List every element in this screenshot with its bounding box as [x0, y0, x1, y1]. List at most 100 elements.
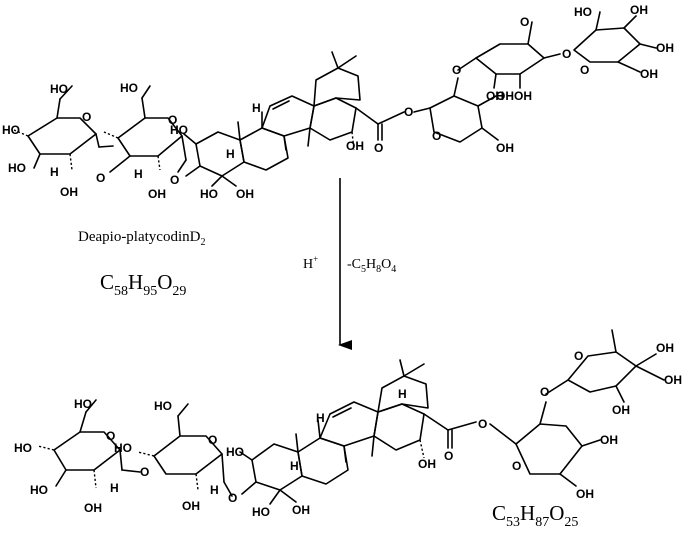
bot-g1-ho-2: HO	[14, 441, 32, 455]
bot-g2-oh: OH	[182, 499, 200, 513]
bot-g1-ho-3: HO	[30, 483, 48, 497]
top-formula-el-2: H	[128, 270, 143, 294]
bottom-aglycone	[239, 359, 477, 505]
top-rha-link-o: O	[452, 63, 461, 77]
bot-g2-h: H	[210, 483, 219, 497]
top-g2-h: H	[134, 167, 143, 181]
bottom-glucose-2	[137, 403, 233, 497]
top-glucose-2	[103, 85, 187, 173]
loss-sub-1: 5	[361, 264, 366, 275]
bot-g2-ho-2: HO	[114, 441, 132, 455]
top-molecule: HO O HO HO H OH O HO O H OH O	[2, 3, 674, 201]
top-rhamnose	[457, 21, 561, 89]
top-ag-oh-16: OH	[346, 139, 364, 153]
bot-g1-h: H	[110, 481, 119, 495]
reaction-loss: -C5H8O4	[347, 257, 396, 275]
bottom-formula-sub-3: 87	[535, 515, 549, 530]
top-xyl-ring-o: O	[580, 63, 589, 77]
bottom-rhamnose	[545, 329, 665, 403]
top-formula: C58H95O29	[100, 270, 186, 299]
top-rha-ring-o: O	[520, 15, 529, 29]
loss-el-4: O	[381, 257, 391, 272]
top-ag-ho-2: HO	[170, 123, 188, 137]
bot-ara-ring-o: O	[512, 459, 521, 473]
bot-ara-oh-4: OH	[576, 487, 594, 501]
top-g1-ho-label: HO	[50, 82, 68, 96]
top-ara-oh-4: OH	[496, 141, 514, 155]
top-glyco-o-2: O	[170, 173, 179, 187]
top-formula-el-4: O	[157, 270, 172, 294]
top-g1-oh: OH	[60, 185, 78, 199]
top-g1-ho-3: HO	[8, 161, 26, 175]
bot-ag-ho-23: HO	[252, 505, 270, 519]
bottom-formula-sub-1: 53	[506, 515, 520, 530]
top-glyco-o-1: O	[96, 171, 105, 185]
top-arabinose	[413, 77, 499, 143]
bot-g2-ring-o: O	[208, 433, 217, 447]
bot-rha-oh-3: OH	[664, 373, 682, 387]
top-xyl-oh-3: OH	[640, 67, 658, 81]
bot-glyco-o-2: O	[228, 491, 237, 505]
bot-ester-o: O	[478, 417, 487, 431]
bot-ag-h-18: H	[398, 387, 407, 401]
top-ara-oh-3: OH	[496, 89, 514, 103]
top-g2-ring-o: O	[168, 113, 177, 127]
top-aglycone	[183, 51, 405, 187]
top-formula-el-0: C	[100, 270, 114, 294]
top-g1-ring-o: O	[82, 110, 91, 124]
bot-rha-oh-2: OH	[612, 403, 630, 417]
bottom-glucose-1	[37, 399, 141, 489]
reagent-acid: H+	[303, 254, 318, 272]
top-g1-ho-2: HO	[2, 123, 20, 137]
top-xylose	[573, 11, 657, 73]
top-rha-oh-3: OH	[514, 89, 532, 103]
top-ag-ho-23: HO	[200, 187, 218, 201]
bottom-formula-el-0: C	[492, 501, 506, 525]
bot-g1-ho: HO	[74, 397, 92, 411]
bot-g2-ho: HO	[154, 399, 172, 413]
bot-ester-o-carbonyl: O	[444, 449, 453, 463]
loss-sub-5: 4	[391, 264, 396, 275]
bot-rha-link-o: O	[540, 385, 549, 399]
bot-g1-oh: OH	[84, 501, 102, 515]
bot-g1-ring-o: O	[106, 429, 115, 443]
bot-rha-oh-4: OH	[656, 341, 674, 355]
bottom-arabinose	[489, 401, 601, 487]
top-rha-link-o-2: O	[562, 47, 571, 61]
bot-ag-ho-2: HO	[226, 445, 244, 459]
top-formula-sub-3: 95	[143, 284, 157, 299]
loss-el-2: H	[366, 257, 376, 272]
top-g2-oh: OH	[148, 187, 166, 201]
top-ara-ring-o: O	[432, 129, 441, 143]
bot-rha-ring-o: O	[574, 349, 583, 363]
bottom-formula-el-4: O	[549, 501, 564, 525]
top-xyl-ho: HO	[574, 5, 592, 19]
top-rha-oh-2: OH	[486, 89, 504, 103]
top-ester-o-carbonyl: O	[374, 141, 383, 155]
loss-el-0: -C	[347, 257, 361, 272]
bot-ara-oh-3: OH	[600, 433, 618, 447]
bottom-formula-el-2: H	[520, 501, 535, 525]
top-xyl-oh-2: OH	[656, 41, 674, 55]
top-ester-o: O	[404, 105, 413, 119]
bot-ag-h-5: H	[290, 459, 299, 473]
top-ag-h-1: H	[252, 101, 261, 115]
bot-ag-h-9: H	[316, 411, 325, 425]
loss-sub-3: 8	[376, 264, 381, 275]
bot-glyco-o-1: O	[140, 465, 149, 479]
top-formula-sub-1: 58	[114, 284, 128, 299]
top-ag-oh-24: OH	[236, 187, 254, 201]
top-g2-ho-label: HO	[120, 81, 138, 95]
top-ag-h-5: H	[226, 147, 235, 161]
top-formula-sub-5: 29	[172, 284, 186, 299]
bot-ag-oh-16: OH	[418, 457, 436, 471]
bot-ag-oh-24: OH	[292, 503, 310, 517]
top-xyl-oh-1: OH	[630, 3, 648, 17]
bottom-molecule: HO O HO HO H OH O HO O HO OH H O	[14, 329, 682, 519]
top-glucose-1	[13, 85, 114, 171]
top-g1-h: H	[50, 165, 59, 179]
bottom-formula: C53H87O25	[492, 501, 578, 530]
bottom-formula-sub-5: 25	[564, 515, 578, 530]
